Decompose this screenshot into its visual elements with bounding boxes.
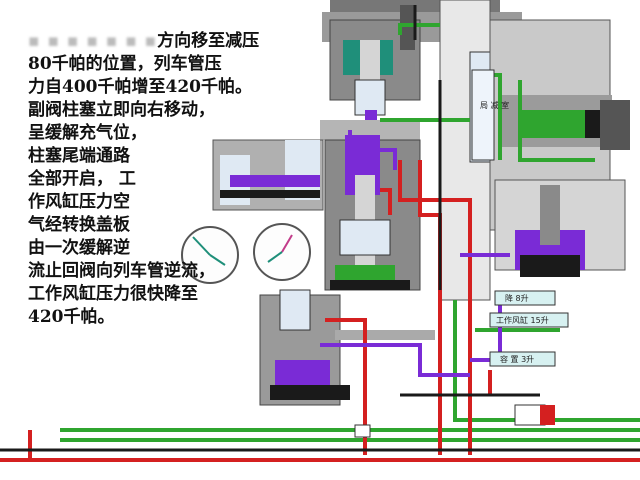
- desc-line-5: 柱塞尾端通路: [28, 146, 130, 166]
- chamber-label: 局 减 室: [480, 100, 509, 110]
- desc-line-0: 方向移至减压: [157, 31, 260, 51]
- desc-line-12: 420千帕。: [28, 307, 115, 327]
- desc-line-7: 作风缸压力空: [28, 192, 130, 212]
- desc-line-2: 力自400千帕增至420千帕。: [28, 77, 252, 97]
- brake-pipe-lines: [60, 23, 640, 442]
- desc-line-1: 80千帕的位置，列车管压: [28, 54, 222, 74]
- aux-reservoir-lines: [0, 160, 640, 462]
- volume-labels: 降 8升 工作风缸 15升 容 置 3升: [489, 290, 569, 367]
- desc-line-4: 呈缓解充气位，: [28, 123, 147, 143]
- label-l2: 工作风缸 15升: [496, 315, 549, 325]
- desc-line-10: 流止回阀向列车管逆流，: [28, 261, 215, 281]
- left-valves: [212, 139, 324, 211]
- center-valve: [320, 120, 421, 291]
- label-l1: 降 8升: [505, 293, 529, 303]
- chamber-label-box: 局 减 室: [471, 69, 509, 161]
- label-l3: 容 置 3升: [500, 354, 534, 364]
- desc-line-9: 由一次缓解逆: [28, 238, 130, 258]
- top-valve: [329, 5, 421, 130]
- bottom-valve: [259, 289, 435, 406]
- pressure-gauge-right: [253, 223, 311, 281]
- desc-line-6: 全部开启， 工: [28, 169, 136, 189]
- description-text: ▪ ▪ ▪ ▪ ▪ ▪ ▪方向移至减压 80千帕的位置，列车管压 力自400千帕…: [28, 30, 298, 329]
- pressure-gauge-left: [181, 226, 239, 284]
- atmosphere-lines: [0, 5, 640, 452]
- bottom-right-valve: [354, 404, 555, 438]
- desc-line-8: 气经转换盖板: [28, 215, 130, 235]
- desc-lead-fragment: ▪ ▪ ▪ ▪ ▪ ▪ ▪: [28, 31, 158, 51]
- desc-line-3: 副阀柱塞立即向右移动，: [28, 100, 215, 120]
- desc-line-11: 工作风缸压力很快降至: [28, 284, 198, 304]
